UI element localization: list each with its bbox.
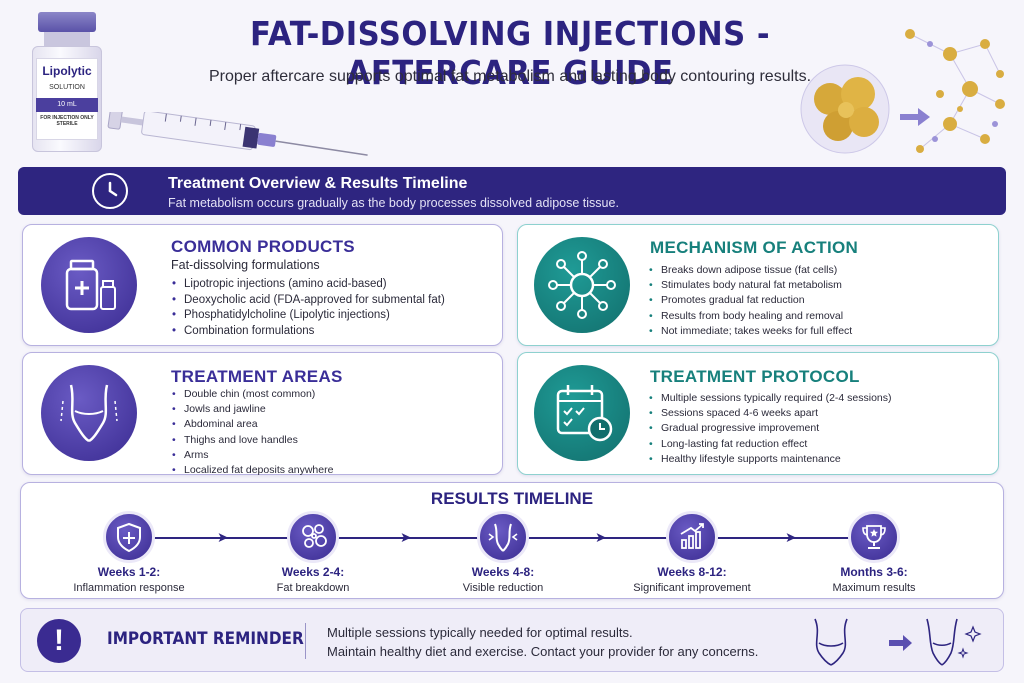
- reminder-title: IMPORTANT REMINDER: [107, 629, 304, 649]
- vial-note-line1: FOR INJECTION ONLY: [40, 115, 94, 121]
- body-transformation-icon: [814, 618, 982, 666]
- waist-icon: [477, 511, 529, 563]
- card-title-areas: TREATMENT AREAS: [171, 367, 343, 386]
- card-title-products: COMMON PRODUCTS: [171, 237, 355, 256]
- timeline-step-label: Weeks 2-4:: [281, 565, 345, 579]
- arrow-right-icon: ➤: [785, 529, 797, 545]
- molecule-icon: [534, 237, 630, 333]
- list-item: Sessions spaced 4-6 weeks apart: [648, 406, 892, 421]
- list-item: Double chin (most common): [171, 387, 333, 402]
- card-mechanism: MECHANISM OF ACTION Breaks down adipose …: [517, 224, 999, 346]
- list-item: Thighs and love handles: [171, 433, 333, 448]
- card-subtitle-products: Fat-dissolving formulations: [171, 258, 320, 272]
- bar-chart-icon: [666, 511, 718, 563]
- vial-illustration: Lipolytic SOLUTION 10 mL FOR INJECTION O…: [28, 12, 106, 152]
- list-item: Stimulates body natural fat metabolism: [648, 278, 852, 293]
- vial-note-line2: STERILE: [56, 121, 78, 127]
- list-item: Long-lasting fat reduction effect: [648, 437, 892, 452]
- timeline-step-label: Months 3-6:: [840, 565, 908, 579]
- list-item: Deoxycholic acid (FDA-approved for subme…: [171, 293, 445, 309]
- timeline-step-desc: Significant improvement: [633, 582, 751, 594]
- timeline-step-label: Weeks 4-8:: [471, 565, 535, 579]
- overview-banner: Treatment Overview & Results Timeline Fa…: [18, 167, 1006, 215]
- page-subtitle: Proper aftercare supports optimal fat me…: [208, 68, 812, 85]
- overview-title: Treatment Overview & Results Timeline: [168, 175, 468, 192]
- card-title-mechanism: MECHANISM OF ACTION: [650, 238, 859, 257]
- list-item: Healthy lifestyle supports maintenance: [648, 452, 892, 467]
- fat-cells-icon: [287, 511, 339, 563]
- medicine-bottle-icon: [41, 237, 137, 333]
- protocol-list: Multiple sessions typically required (2-…: [648, 391, 892, 467]
- calendar-icon: [534, 365, 630, 461]
- list-item: Gradual progressive improvement: [648, 421, 892, 436]
- exclamation-icon: !: [37, 619, 81, 663]
- vial-note: FOR INJECTION ONLY STERILE: [36, 115, 98, 127]
- shield-plus-icon: [103, 511, 155, 563]
- overview-text: Fat metabolism occurs gradually as the b…: [168, 196, 619, 210]
- body-silhouette-icon: [41, 365, 137, 461]
- arrow-right-icon: ➤: [595, 529, 607, 545]
- timeline-step-desc: Fat breakdown: [276, 582, 350, 594]
- timeline-title: RESULTS TIMELINE: [430, 489, 594, 508]
- products-list: Lipotropic injections (amino acid-based)…: [171, 277, 445, 339]
- vial-name: Lipolytic: [42, 64, 92, 78]
- clock-icon: [92, 173, 128, 209]
- list-item: Jowls and jawline: [171, 402, 333, 417]
- page-title: FAT-DISSOLVING INJECTIONS - AFTERCARE GU…: [249, 14, 771, 92]
- timeline-step-label: Weeks 8-12:: [657, 565, 727, 579]
- reminder-line-2: Maintain healthy diet and exercise. Cont…: [327, 644, 759, 659]
- arrow-right-icon: ➤: [217, 529, 229, 545]
- vial-volume: 10 mL: [36, 98, 98, 112]
- list-item: Abdominal area: [171, 417, 333, 432]
- timeline-step-desc: Visible reduction: [462, 582, 544, 594]
- timeline-step-desc: Inflammation response: [73, 582, 185, 594]
- vial-neck: [44, 32, 90, 46]
- syringe-icon: [107, 112, 368, 156]
- card-treatment-areas: TREATMENT AREAS Double chin (most common…: [22, 352, 503, 478]
- vial-solution: SOLUTION: [49, 84, 85, 91]
- list-item: Localized fat deposits anywhere: [171, 463, 333, 478]
- timeline-step-label: Weeks 1-2:: [97, 565, 161, 579]
- list-item: Multiple sessions typically required (2-…: [648, 391, 892, 406]
- list-item: Promotes gradual fat reduction: [648, 293, 852, 308]
- list-item: Combination formulations: [171, 324, 445, 340]
- timeline-step-desc: Maximum results: [832, 582, 916, 594]
- card-treatment-protocol: TREATMENT PROTOCOL Multiple sessions typ…: [517, 352, 999, 475]
- trophy-icon: [848, 511, 900, 563]
- vial-cap: [38, 12, 96, 32]
- list-item: Lipotropic injections (amino acid-based): [171, 277, 445, 293]
- reminder-line-1: Multiple sessions typically needed for o…: [327, 625, 633, 640]
- results-timeline: RESULTS TIMELINE ➤ ➤ ➤ ➤ Weeks 1-2: Infl…: [20, 482, 1004, 599]
- arrow-right-icon: ➤: [400, 529, 412, 545]
- mechanism-list: Breaks down adipose tissue (fat cells) S…: [648, 263, 852, 339]
- fat-cells-illustration: [800, 29, 1005, 154]
- important-reminder: ! IMPORTANT REMINDER Multiple sessions t…: [20, 608, 1004, 672]
- list-item: Arms: [171, 448, 333, 463]
- list-item: Not immediate; takes weeks for full effe…: [648, 324, 852, 339]
- areas-list: Double chin (most common) Jowls and jawl…: [171, 387, 333, 478]
- list-item: Breaks down adipose tissue (fat cells): [648, 263, 852, 278]
- list-item: Results from body healing and removal: [648, 309, 852, 324]
- reminder-divider: [305, 623, 306, 659]
- card-common-products: COMMON PRODUCTS Fat-dissolving formulati…: [22, 224, 503, 346]
- list-item: Phosphatidylcholine (Lipolytic injection…: [171, 308, 445, 324]
- card-title-protocol: TREATMENT PROTOCOL: [650, 367, 860, 386]
